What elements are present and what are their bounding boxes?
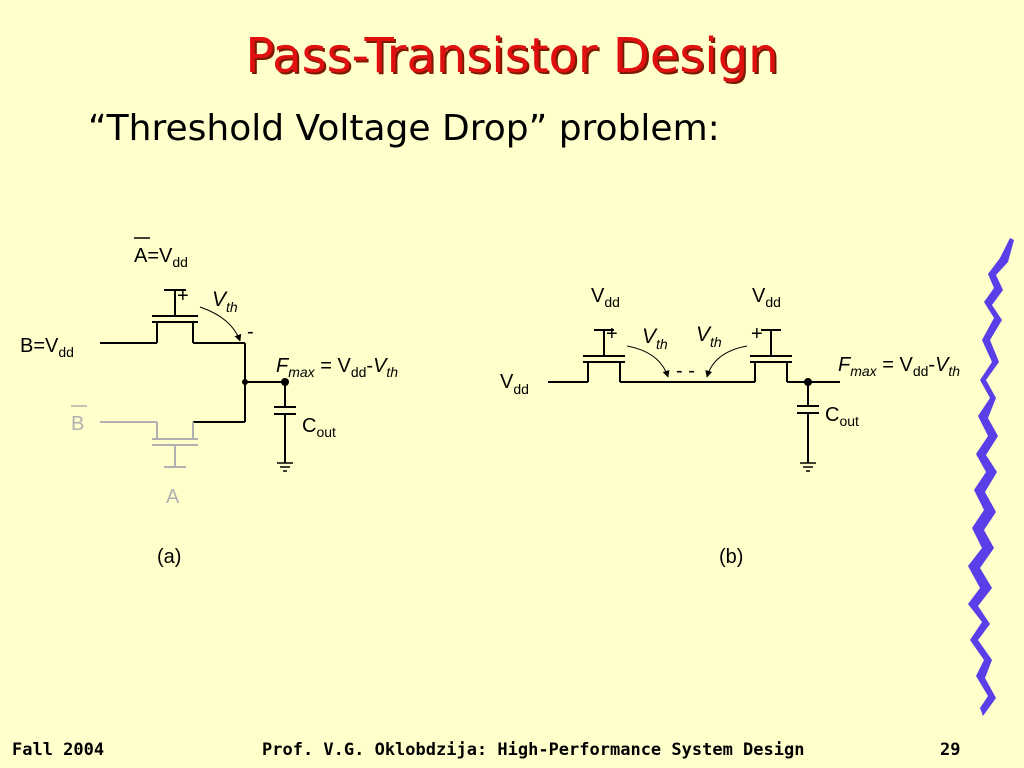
capacitor-a: [274, 382, 296, 463]
vth-b2-sub: th: [710, 334, 722, 350]
fmax-b-th: th: [948, 363, 960, 379]
capacitor-b: [797, 382, 819, 463]
fmax-a-v: V: [373, 355, 388, 377]
slide-subtitle: “Threshold Voltage Drop” problem:: [88, 108, 720, 149]
fmax-b-v: V: [935, 354, 950, 376]
input-b-sub: dd: [58, 344, 74, 360]
vth-b1-label: V: [642, 325, 658, 348]
vth-arrow-a: [199, 306, 242, 342]
cout-b-label: C: [825, 404, 839, 426]
caption-b: (b): [719, 546, 743, 568]
vth-a-label: V: [212, 288, 228, 311]
slide-title: Pass-Transistor Design: [245, 28, 779, 84]
footer-left: Fall 2004: [12, 740, 105, 760]
fmax-a-th: th: [386, 364, 398, 380]
fmax-a-sub: max: [288, 364, 315, 380]
gate-top-sub: dd: [172, 254, 188, 270]
svg-text:Fmax = Vdd-Vth: Fmax = Vdd-Vth: [276, 355, 398, 380]
input-b-label: B=V: [20, 335, 59, 357]
pass-transistor-a-top: [100, 289, 285, 423]
node-b-out: [804, 378, 812, 386]
cout-a-label: C: [302, 415, 316, 437]
node-a-join: [242, 379, 248, 385]
input-bbar-label: B: [71, 413, 84, 435]
fmax-a-eq: = V: [315, 355, 352, 377]
svg-text:A=Vdd: A=Vdd: [134, 245, 188, 270]
gate-top-eq: =V: [147, 245, 173, 267]
svg-text:Vdd: Vdd: [752, 285, 781, 310]
pass-transistor-b-1: [548, 329, 625, 383]
vth-b1-sub: th: [656, 336, 668, 352]
svg-text:Vth: Vth: [642, 325, 668, 352]
pass-transistor-b-2: [750, 329, 840, 383]
decorative-squiggle: [968, 238, 1014, 716]
vth-b2-label: V: [696, 323, 712, 346]
ground-b: [800, 462, 816, 472]
pass-transistor-a-bottom: [100, 421, 198, 468]
fmax-b-f: F: [838, 354, 852, 376]
vdd-b-input-label: V: [500, 371, 514, 393]
vdd-b2-label: V: [752, 285, 766, 307]
footer-center: Prof. V.G. Oklobdzija: High-Performance …: [262, 740, 805, 760]
svg-text:Fmax = Vdd-Vth: Fmax = Vdd-Vth: [838, 354, 960, 379]
vdd-b2-sub: dd: [765, 294, 781, 310]
gate-top-a-label: A: [134, 245, 148, 267]
caption-a: (a): [157, 546, 181, 568]
plus-b2: +: [751, 323, 763, 345]
plus-a: +: [177, 285, 189, 307]
circuit-a: [100, 289, 296, 472]
vth-arrow-b-2: [705, 345, 748, 378]
node-a-out: [281, 378, 289, 386]
fmax-b-dd: dd: [913, 363, 929, 379]
vdd-b1-sub: dd: [604, 294, 620, 310]
fmax-b-sub: max: [850, 363, 877, 379]
fmax-a-dd: dd: [351, 364, 367, 380]
svg-text:Vth: Vth: [212, 288, 238, 315]
vdd-b1-label: V: [591, 285, 605, 307]
dashes-b: - -: [676, 360, 695, 382]
cout-a-sub: out: [316, 424, 336, 440]
fmax-b-eq: = V: [877, 354, 914, 376]
plus-b1: +: [606, 323, 618, 345]
svg-text:Cout: Cout: [302, 415, 336, 440]
minus-a: -: [247, 321, 254, 343]
footer-page-number: 29: [940, 740, 961, 760]
circuit-b: [548, 329, 840, 472]
cout-b-sub: out: [839, 413, 859, 429]
gate-bottom-a-label: A: [166, 486, 180, 508]
svg-text:Cout: Cout: [825, 404, 859, 429]
svg-text:B=Vdd: B=Vdd: [20, 335, 74, 360]
vdd-b-input-sub: dd: [513, 381, 529, 397]
fmax-b-dash: -: [928, 354, 935, 376]
svg-text:Vdd: Vdd: [500, 371, 529, 397]
vth-a-sub: th: [226, 299, 238, 315]
svg-text:Vth: Vth: [696, 323, 722, 350]
fmax-a-dash: -: [366, 355, 373, 377]
svg-text:Vdd: Vdd: [591, 285, 620, 310]
vth-arrow-b-1: [626, 345, 670, 378]
fmax-a-f: F: [276, 355, 290, 377]
ground-a: [277, 462, 293, 472]
